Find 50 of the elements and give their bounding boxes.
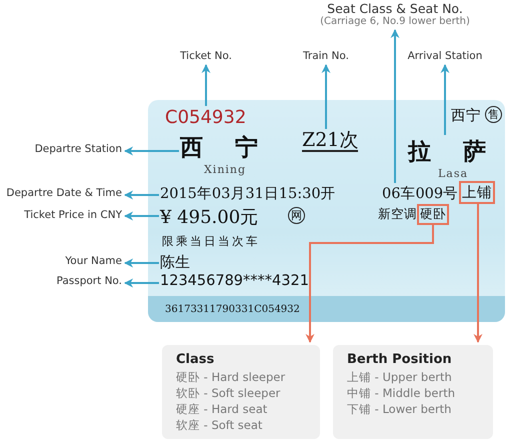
ticket-note: 限乘当日当次车	[162, 234, 260, 249]
passenger-name: 陈生	[160, 253, 190, 272]
annotation-label: Train No.	[303, 50, 349, 62]
arrow	[124, 190, 159, 200]
ticket-number: C054932	[165, 107, 246, 128]
station-name-latin: Lasa	[436, 167, 470, 180]
annotation-label: Seat Class & Seat No.	[326, 1, 464, 16]
legend-entry: 硬卧 - Hard sleeper	[176, 369, 286, 385]
arrow	[124, 258, 159, 268]
ticket-price: ¥ 495.00元	[160, 205, 258, 229]
station-name-chinese: 西 宁	[180, 134, 270, 163]
legend-entry: 下铺 - Lower berth	[347, 401, 452, 417]
circled-character: 网	[288, 207, 305, 224]
annotation-note: (Carriage 6, No.9 lower berth)	[320, 16, 470, 27]
circled-character: 售	[485, 106, 502, 123]
arrow	[202, 64, 210, 106]
annotation-label: Your Name	[65, 255, 122, 267]
berth-text: 上铺	[461, 183, 493, 202]
issuing-station: 西宁	[451, 106, 481, 125]
arrow	[440, 64, 450, 135]
legend-entry: 软座 - Soft seat	[176, 417, 264, 433]
departure-time: 2015年03月31日15:30开	[160, 184, 336, 203]
coach-type: 新空调	[378, 206, 417, 223]
passport-number: 123456789****4321	[160, 273, 309, 289]
station-name-latin: Xining	[202, 163, 248, 176]
arrow	[124, 146, 179, 156]
seat-class-text: 硬卧	[419, 206, 447, 223]
annotation-label: Arrival Station	[408, 50, 482, 62]
panel-heading: Class	[176, 351, 216, 369]
legend-entry: 硬座 - Hard seat	[176, 401, 268, 417]
annotation-label: Ticket Price in CNY	[24, 209, 122, 221]
legend-entry: 中铺 - Middle berth	[347, 385, 456, 401]
arrow	[390, 29, 400, 183]
train-number: Z21次	[302, 130, 358, 152]
annotation-label: Departre Station	[34, 143, 122, 155]
legend-entry: 软卧 - Soft sleeper	[176, 385, 282, 401]
arrow	[306, 224, 434, 343]
arrow	[322, 64, 330, 129]
annotation-label: Departre Date & Time	[6, 187, 122, 199]
arrow	[124, 278, 159, 288]
arrow	[124, 212, 159, 220]
panel-heading: Berth Position	[347, 351, 453, 369]
legend-entry: 上铺 - Upper berth	[347, 369, 453, 385]
station-name-chinese: 拉 萨	[408, 138, 498, 167]
serial-number: 36173311790331C054932	[165, 304, 300, 315]
arrow	[474, 203, 482, 343]
annotation-label: Ticket No.	[180, 50, 232, 62]
annotation-label: Passport No.	[56, 275, 122, 287]
seat-number: 06车009号	[382, 184, 458, 203]
train-ticket	[148, 100, 505, 322]
